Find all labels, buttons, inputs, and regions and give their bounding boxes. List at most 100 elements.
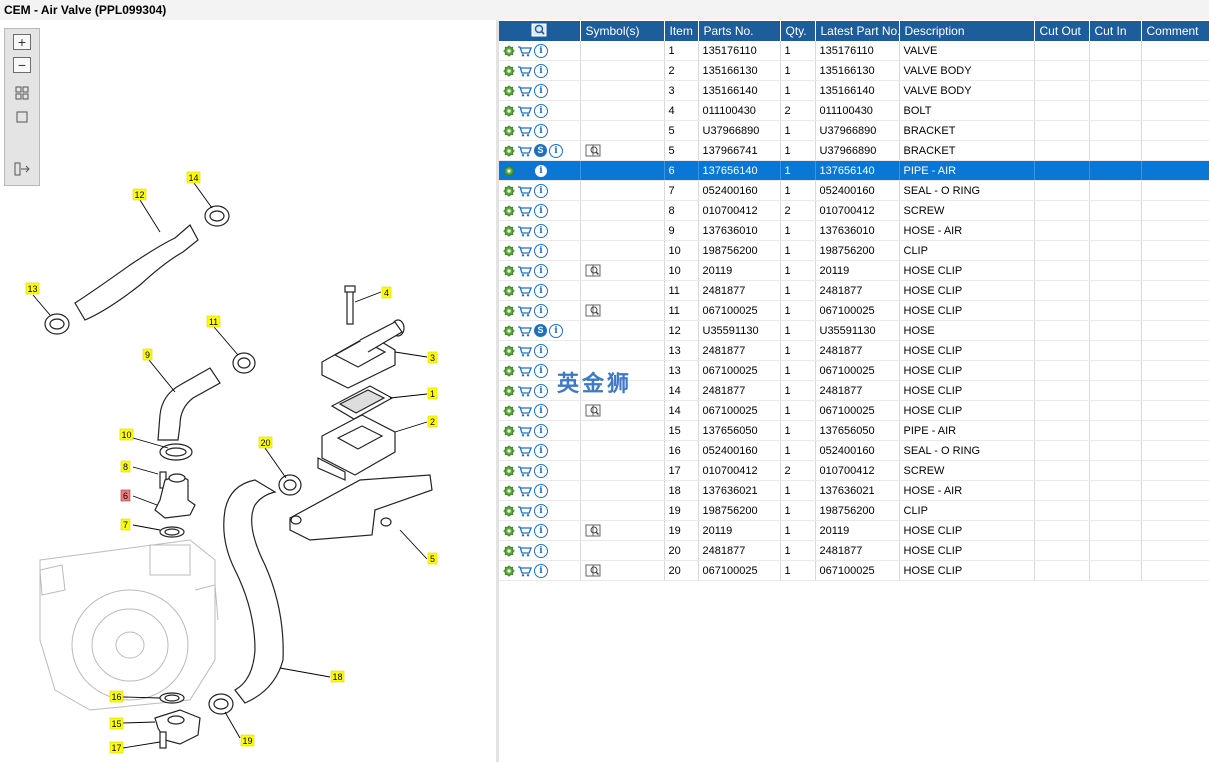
book-icon[interactable] <box>585 264 601 277</box>
gear-icon[interactable] <box>503 545 515 557</box>
info-icon[interactable]: i <box>534 123 548 138</box>
column-header-symbols[interactable]: Symbol(s) <box>580 21 665 41</box>
info-icon[interactable]: i <box>534 563 548 578</box>
callout-1[interactable]: 1 <box>430 389 435 399</box>
info-icon[interactable]: i <box>534 163 548 178</box>
callout-14-box[interactable] <box>186 171 201 184</box>
info-icon[interactable]: i <box>534 223 548 238</box>
callout-4[interactable]: 4 <box>384 288 389 298</box>
gear-icon[interactable] <box>503 385 515 397</box>
gear-icon[interactable] <box>503 565 515 577</box>
info-icon[interactable]: i <box>534 183 548 198</box>
cart-icon[interactable] <box>517 565 532 577</box>
gear-icon[interactable] <box>503 265 515 277</box>
cart-icon[interactable] <box>517 245 532 257</box>
zoom-in-icon[interactable]: + <box>13 34 31 50</box>
gear-icon[interactable] <box>503 65 515 77</box>
gear-icon[interactable] <box>503 105 515 117</box>
info-icon[interactable]: i <box>534 83 548 98</box>
substitute-icon[interactable]: S <box>534 324 547 337</box>
book-icon[interactable] <box>585 404 601 417</box>
callout-9[interactable]: 9 <box>145 350 150 360</box>
callout-17-box[interactable] <box>109 741 124 754</box>
column-header-description[interactable]: Description <box>899 21 1035 41</box>
cart-icon[interactable] <box>517 165 532 177</box>
cart-icon[interactable] <box>517 525 532 537</box>
callout-6-box[interactable] <box>120 489 131 502</box>
cart-icon[interactable] <box>517 465 532 477</box>
gear-icon[interactable] <box>503 325 515 337</box>
column-header-cut-in[interactable]: Cut In <box>1089 21 1142 41</box>
info-icon[interactable]: i <box>534 203 548 218</box>
gear-icon[interactable] <box>503 425 515 437</box>
info-icon[interactable]: i <box>549 143 563 158</box>
callout-8-box[interactable] <box>120 460 131 473</box>
callout-7-box[interactable] <box>120 518 131 531</box>
callout-19-box[interactable] <box>240 734 255 747</box>
callout-4-box[interactable] <box>381 286 392 299</box>
info-icon[interactable]: i <box>534 483 548 498</box>
info-icon[interactable]: i <box>534 63 548 78</box>
gear-icon[interactable] <box>503 125 515 137</box>
callout-1-box[interactable] <box>427 387 438 400</box>
book-icon[interactable] <box>585 304 601 317</box>
column-header-cut-out[interactable]: Cut Out <box>1034 21 1090 41</box>
export-icon[interactable] <box>13 161 31 177</box>
column-header-latest-part[interactable]: Latest Part No. <box>815 21 900 41</box>
gear-icon[interactable] <box>503 305 515 317</box>
callout-12[interactable]: 12 <box>134 190 144 200</box>
cart-icon[interactable] <box>517 405 532 417</box>
cart-icon[interactable] <box>517 185 532 197</box>
gear-icon[interactable] <box>503 245 515 257</box>
gear-icon[interactable] <box>503 205 515 217</box>
cart-icon[interactable] <box>517 505 532 517</box>
callout-15-box[interactable] <box>109 717 124 730</box>
gear-icon[interactable] <box>503 445 515 457</box>
callout-16[interactable]: 16 <box>111 692 121 702</box>
cart-icon[interactable] <box>517 305 532 317</box>
substitute-icon[interactable]: S <box>534 144 547 157</box>
gear-icon[interactable] <box>503 85 515 97</box>
callout-11-box[interactable] <box>206 315 221 328</box>
cart-icon[interactable] <box>517 145 532 157</box>
callout-20-box[interactable] <box>258 436 273 449</box>
cart-icon[interactable] <box>517 445 532 457</box>
cart-icon[interactable] <box>517 425 532 437</box>
callout-5[interactable]: 5 <box>430 554 435 564</box>
cart-icon[interactable] <box>517 345 532 357</box>
info-icon[interactable]: i <box>534 43 548 58</box>
callout-17[interactable]: 17 <box>111 743 121 753</box>
callout-11[interactable]: 11 <box>209 317 218 327</box>
callout-3-box[interactable] <box>427 351 438 364</box>
cart-icon[interactable] <box>517 485 532 497</box>
callout-8[interactable]: 8 <box>123 462 128 472</box>
callout-12-box[interactable] <box>132 188 147 201</box>
gear-icon[interactable] <box>503 405 515 417</box>
callout-5-box[interactable] <box>427 552 438 565</box>
callout-18[interactable]: 18 <box>332 672 342 682</box>
cart-icon[interactable] <box>517 105 532 117</box>
cart-icon[interactable] <box>517 285 532 297</box>
zoom-out-icon[interactable]: − <box>13 57 31 73</box>
column-header-search[interactable] <box>499 21 581 41</box>
info-icon[interactable]: i <box>534 343 548 358</box>
info-icon[interactable]: i <box>549 323 563 338</box>
cart-icon[interactable] <box>517 225 532 237</box>
gear-icon[interactable] <box>503 145 515 157</box>
